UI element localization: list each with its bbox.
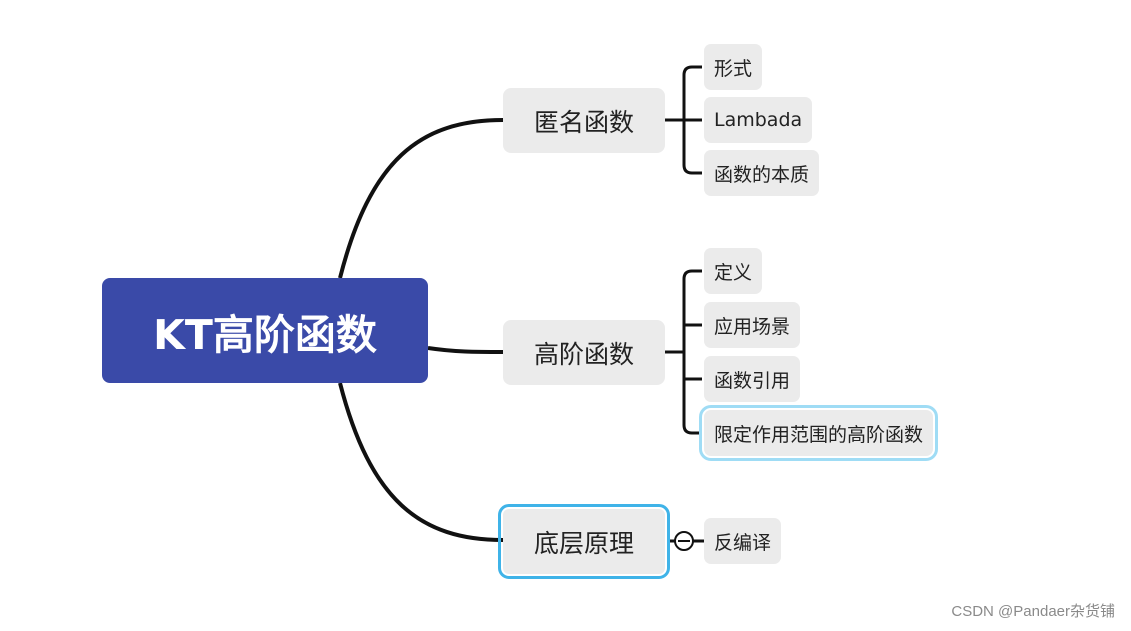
connector-root-principle bbox=[338, 382, 504, 542]
root-node[interactable]: KT高阶函数 bbox=[102, 278, 428, 383]
leaf-decompile[interactable]: 反编译 bbox=[704, 518, 782, 564]
branch-underlying-principle[interactable]: 底层原理 bbox=[498, 504, 670, 579]
branch-higher-order-function[interactable]: 高阶函数 bbox=[503, 320, 665, 385]
leaf-definition[interactable]: 定义 bbox=[704, 248, 763, 294]
connector-root-anonymous bbox=[338, 118, 504, 279]
leaf-form[interactable]: 形式 bbox=[704, 44, 763, 90]
leaf-scoped-higher-order-function[interactable]: 限定作用范围的高阶函数 bbox=[698, 405, 939, 461]
leaf-use-cases[interactable]: 应用场景 bbox=[704, 302, 801, 348]
connector-root-higher bbox=[427, 346, 504, 354]
leaf-lambada[interactable]: Lambada bbox=[704, 97, 813, 143]
leaf-function-reference[interactable]: 函数引用 bbox=[704, 356, 801, 402]
connector-higher-bracket bbox=[682, 269, 702, 435]
leaf-function-essence[interactable]: 函数的本质 bbox=[704, 150, 820, 196]
branch-anonymous-function[interactable]: 匿名函数 bbox=[503, 88, 665, 153]
watermark-text: CSDN @Pandaer杂货铺 bbox=[951, 603, 1115, 620]
